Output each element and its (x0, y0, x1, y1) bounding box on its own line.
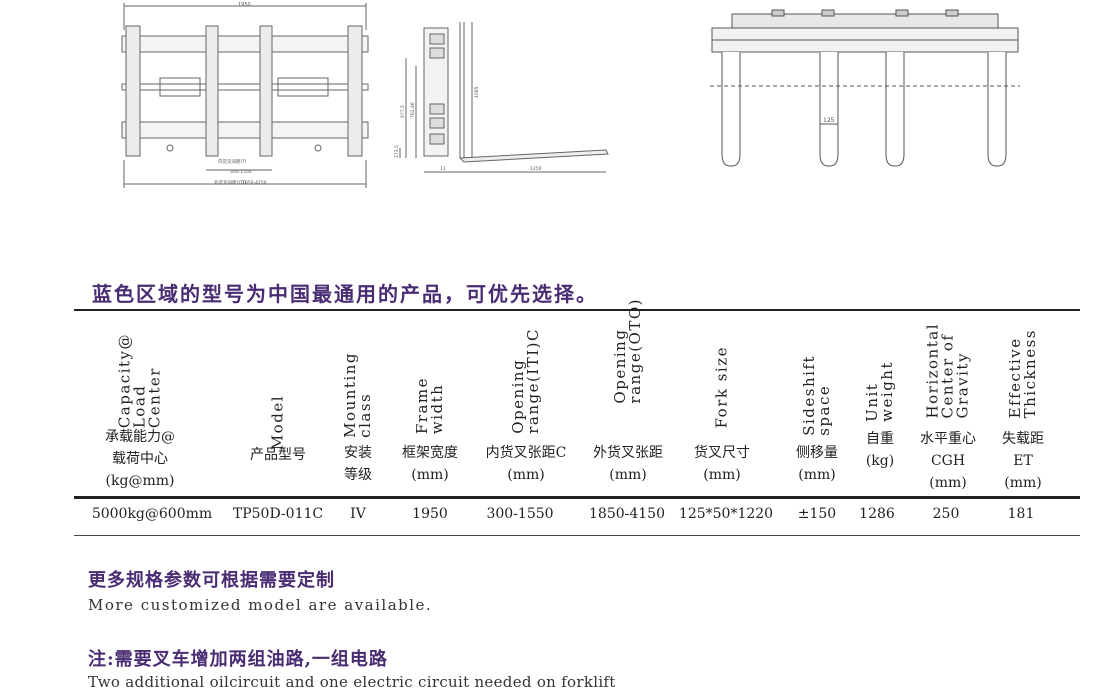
table-rule-bottom (74, 535, 1080, 536)
top-dim-fork-width: 125 (823, 117, 835, 124)
column-header-cgh-en: Horizontal Center of Gravity (923, 322, 972, 418)
column-header-mounting-zh: 安装 等级 (344, 445, 372, 483)
front-label-inner: 内货叉间距ITI (218, 158, 246, 165)
column-header-model-en: Model (268, 394, 287, 450)
column-header-cgh: Horizontal Center of Gravity 水平重心 CGH (m… (912, 316, 984, 491)
column-header-frame-width-zh: 框架宽度 (mm) (402, 445, 458, 483)
column-header-mounting: Mounting class 安装 等级 (336, 316, 380, 490)
column-header-opening-iti-en: Opening range(ITI)C (509, 328, 542, 434)
column-header-unit-weight: Unit weight 自重 (kg) (856, 316, 904, 490)
cell-frame-width: 1950 (412, 506, 448, 522)
side-dim-height-1: 977.5 (400, 105, 406, 118)
front-view-drawing: 1950 内货叉间距ITI 300-1550 外货叉间距OTO 1850-415… (110, 0, 380, 192)
column-header-unit-weight-zh: 自重 (kg) (865, 431, 895, 469)
column-header-frame-width-en: Frame width (413, 376, 446, 434)
column-header-et: Effective Thickness 失载距 ET (mm) (990, 316, 1056, 491)
column-header-capacity-en: Capacity@ Load Center (115, 332, 164, 428)
column-header-mounting-en: Mounting class (341, 352, 374, 438)
column-header-sideshift: Sideshift space 侧移量 (mm) (784, 316, 850, 490)
front-dim-total: 1950 (238, 2, 251, 8)
cell-unit-weight: 1286 (859, 506, 895, 522)
column-header-sideshift-en: Sideshift space (800, 355, 833, 436)
cell-mounting: IV (350, 506, 366, 522)
note-circuit-title: 注:需要叉车增加两组油路,一组电路 (88, 649, 388, 670)
cell-capacity: 5000kg@600mm (91, 506, 213, 522)
column-header-unit-weight-en: Unit weight (863, 361, 896, 422)
side-dim-height-2: 762.46 (410, 102, 416, 118)
front-dim-inner: 300-1550 (230, 169, 252, 175)
column-header-capacity-zh: 承载能力@ 载荷中心 (kg@mm) (105, 429, 175, 489)
column-header-opening-iti-zh: 内货叉张距C (mm) (485, 445, 567, 483)
side-dim-fork-length: 1250 (530, 166, 542, 172)
cell-opening-oto: 1850-4150 (589, 506, 665, 522)
front-label-outer: 外货叉间距OTO (214, 179, 247, 186)
cell-fork-size: 125*50*1220 (678, 506, 774, 522)
cell-cgh: 250 (932, 506, 960, 522)
column-header-capacity: Capacity@ Load Center 承载能力@ 载荷中心 (kg@mm) (88, 316, 192, 490)
headline: 蓝色区域的型号为中国最通用的产品，可优先选择。 (92, 282, 598, 306)
note-custom-title: 更多规格参数可根据需要定制 (88, 570, 335, 591)
cell-model: TP50D-011C (232, 506, 324, 522)
column-header-fork-size: Fork size 货叉尺寸 (mm) (684, 316, 760, 490)
top-view-drawing: 125 (710, 6, 1020, 170)
side-dim-height-3: 1085 (474, 86, 480, 98)
cell-et: 181 (1007, 506, 1035, 522)
side-dim-base: 173.5 (394, 145, 400, 158)
side-view-drawing: 977.5 762.46 1085 173.5 11 1250 (384, 18, 624, 182)
note-custom-text: More customized model are available. (88, 596, 433, 614)
column-header-cgh-zh: 水平重心 CGH (mm) (920, 431, 976, 491)
side-dim-thickness: 11 (440, 166, 446, 172)
column-header-fork-size-en: Fork size (712, 345, 731, 428)
column-header-opening-oto-en: Opening range(OTO) (611, 298, 644, 404)
column-header-frame-width: Frame width 框架宽度 (mm) (394, 316, 466, 490)
column-header-et-en: Effective Thickness (1006, 328, 1039, 418)
note-circuit-text: Two additional oilcircuit and one electr… (88, 673, 616, 691)
column-header-opening-iti: Opening range(ITI)C 内货叉张距C (mm) (476, 316, 576, 490)
cell-opening-iti: 300-1550 (486, 506, 554, 522)
column-header-model-zh: 产品型号 (250, 447, 306, 463)
front-dim-outer: 1850-4150 (242, 180, 267, 186)
cell-sideshift: ±150 (797, 506, 837, 522)
table-rule-mid (74, 496, 1080, 499)
column-header-sideshift-zh: 侧移量 (mm) (796, 445, 838, 483)
column-header-fork-size-zh: 货叉尺寸 (mm) (694, 445, 750, 483)
column-header-opening-oto-zh: 外货叉张距 (mm) (593, 445, 663, 483)
column-header-et-zh: 失载距 ET (mm) (1002, 431, 1044, 491)
column-header-opening-oto: Opening range(OTO) 外货叉张距 (mm) (586, 298, 670, 490)
column-header-model: Model 产品型号 (230, 316, 326, 490)
table-rule-top (74, 309, 1080, 311)
